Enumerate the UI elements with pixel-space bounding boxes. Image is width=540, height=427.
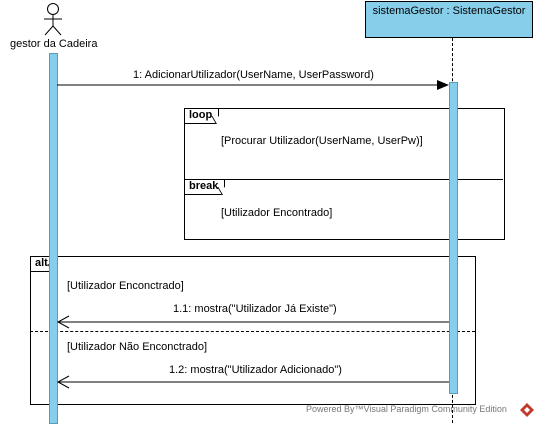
break-operator: break bbox=[185, 180, 226, 195]
footer-watermark: Powered By™Visual Paradigm Community Edi… bbox=[306, 404, 507, 414]
alt-divider bbox=[30, 331, 475, 332]
alt-guard-2: [Utilizador Não Enconctrado] bbox=[67, 341, 208, 353]
loop-operator: loop bbox=[185, 109, 220, 124]
break-frame[interactable] bbox=[184, 179, 503, 180]
alt-guard-1: [Utilizador Enconctrado] bbox=[67, 280, 184, 292]
loop-guard: [Procurar Utilizador(UserName, UserPw)] bbox=[221, 135, 423, 147]
actor-name: gestor da Cadeira bbox=[10, 38, 98, 50]
message-1-label: 1: AdicionarUtilizador(UserName, UserPas… bbox=[133, 69, 374, 81]
sistema-activation-bar bbox=[449, 82, 458, 394]
alt-frame[interactable]: alt [Utilizador Enconctrado] [Utilizador… bbox=[30, 256, 476, 405]
message-1-arrowhead bbox=[437, 80, 449, 90]
lifeline-head-sistema-gestor[interactable]: sistemaGestor : SistemaGestor bbox=[365, 1, 533, 38]
footer-text: Powered By™Visual Paradigm Community Edi… bbox=[306, 404, 507, 414]
alt-operator: alt bbox=[31, 257, 55, 272]
break-guard: [Utilizador Encontrado] bbox=[221, 207, 333, 219]
lifeline-name: sistemaGestor : SistemaGestor bbox=[372, 5, 526, 17]
message-1-1-label: 1.1: mostra("Utilizador Já Existe") bbox=[173, 303, 337, 315]
actor-activation-bar bbox=[49, 53, 58, 424]
message-1-2-label: 1.2: mostra("Utilizador Adicionado") bbox=[169, 364, 342, 376]
